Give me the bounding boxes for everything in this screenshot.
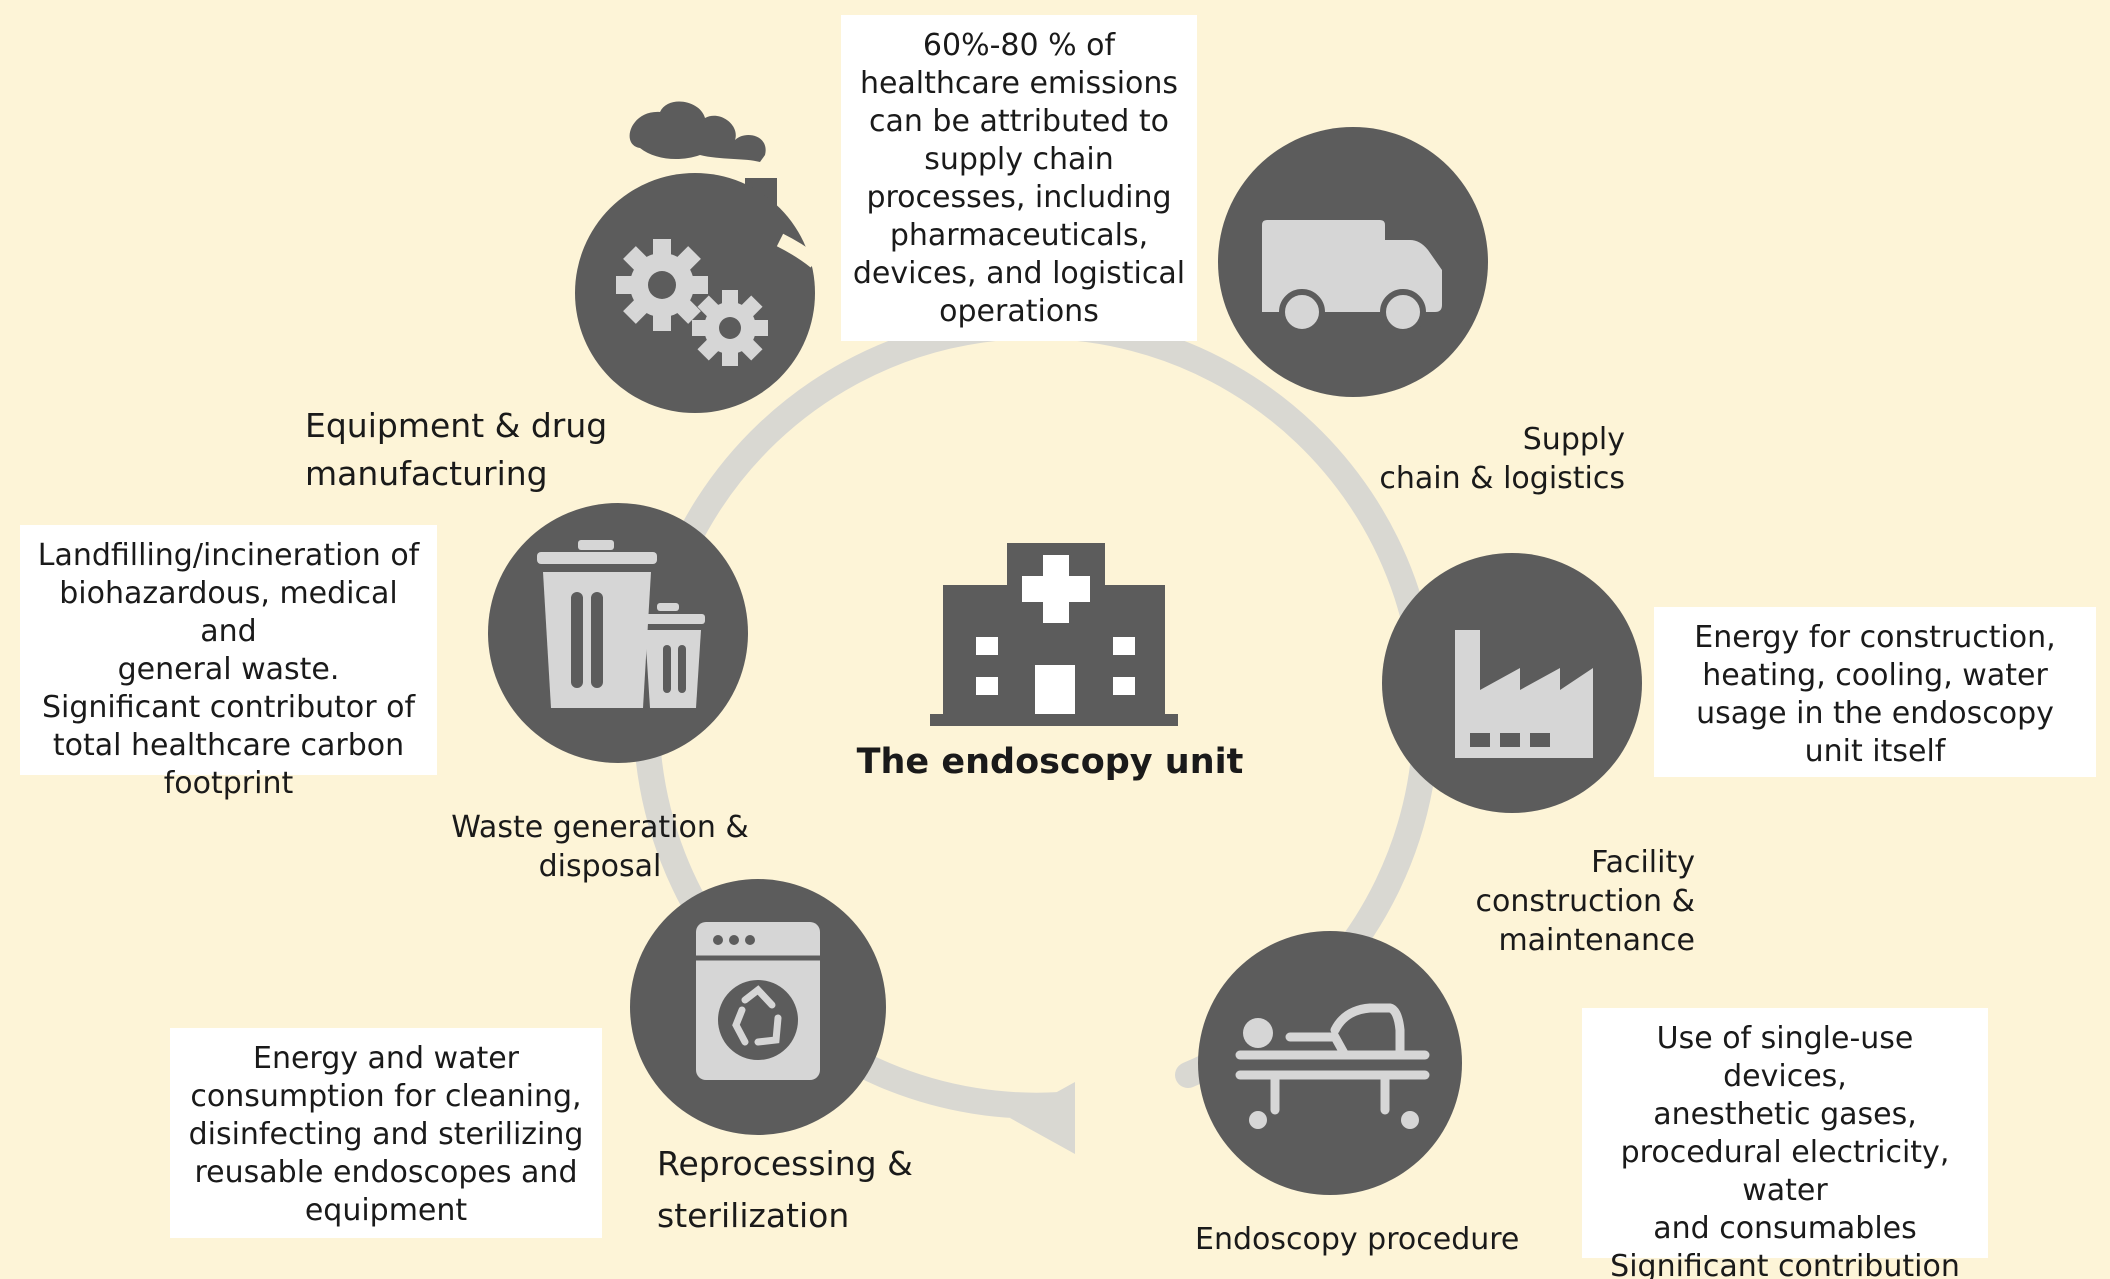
facility-label: Facility construction & maintenance <box>1475 845 1696 958</box>
manufacturing-note: 60%-80 % of healthcare emissions can be … <box>841 15 1197 341</box>
waste-note: Landfilling/incineration of biohazardous… <box>20 525 437 801</box>
hospital-icon <box>930 543 1178 726</box>
procedure-node <box>1198 931 1462 1195</box>
trash-bins-icon <box>537 540 705 708</box>
gear-small-icon <box>692 290 768 366</box>
supply-label: Supply chain & logistics <box>1379 422 1625 496</box>
procedure-note: Use of single-use devices, anesthetic ga… <box>1582 1008 1988 1279</box>
supply-node <box>1218 127 1488 397</box>
procedure-label: Endoscopy procedure <box>1195 1222 1520 1257</box>
center-title: The endoscopy unit <box>856 742 1244 782</box>
manufacturing-label: Equipment & drug manufacturing <box>305 406 608 493</box>
patient-bed-endoscope-icon <box>1235 1003 1430 1129</box>
cycle-arrowhead <box>1010 1082 1075 1154</box>
manufacturing-node <box>575 101 820 413</box>
reprocessing-note: Energy and water consumption for cleanin… <box>170 1028 602 1238</box>
gear-icon <box>616 239 708 331</box>
factory-icon <box>1455 630 1593 758</box>
smoke-icon <box>629 101 766 162</box>
waste-node <box>488 503 748 763</box>
recycle-icon <box>732 985 782 1046</box>
facility-note: Energy for construction, heating, coolin… <box>1654 607 2096 777</box>
reprocessing-label: Reprocessing & sterilization <box>657 1144 913 1235</box>
waste-label: Waste generation & disposal <box>451 810 749 884</box>
chimney-notch <box>776 233 820 268</box>
washing-machine-recycle-icon <box>696 922 820 1080</box>
delivery-truck-icon <box>1262 220 1442 335</box>
reprocessing-node <box>630 879 886 1135</box>
facility-node <box>1382 553 1642 813</box>
